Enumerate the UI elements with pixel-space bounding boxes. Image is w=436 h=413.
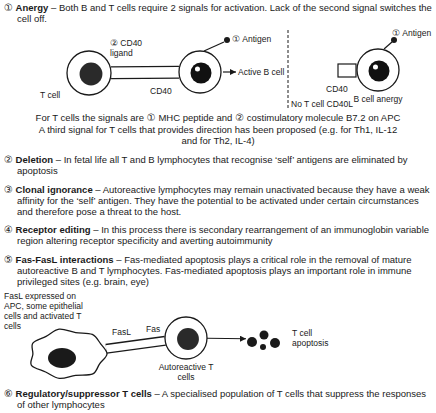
text-block: ①Antigen <box>232 34 271 44</box>
callout-number: ① <box>147 112 156 123</box>
cell-shape <box>164 316 208 360</box>
cell-shape <box>178 50 222 94</box>
callout-number: ④ <box>4 224 13 235</box>
part-label: FasL <box>112 327 131 337</box>
t-cell: T cell <box>66 50 112 96</box>
callout-number: ③ <box>4 184 13 195</box>
nucleus-highlight <box>195 67 200 72</box>
cell-membrane <box>67 51 111 95</box>
cell-nucleus <box>80 63 103 86</box>
cell-nucleus <box>369 61 390 82</box>
cell-membrane <box>165 317 207 359</box>
connector-arrow <box>207 338 246 340</box>
body-text: For T cells the signals are <box>36 112 144 123</box>
text-block: ③Clonal ignorance– Autoreactive lymphocy… <box>4 184 432 217</box>
cell-membrane <box>179 51 221 93</box>
apoptotic-body <box>260 344 266 350</box>
anergic-b-cell: B cell anergy <box>356 48 400 92</box>
cell-membrane <box>31 329 107 378</box>
part-label: CD40 <box>326 84 348 94</box>
activation-arrow <box>223 71 236 72</box>
cell-label: T cell apoptosis <box>292 328 342 348</box>
cell-shape <box>356 48 400 92</box>
text-block: A third signal for T cells that provides… <box>30 124 406 146</box>
text-block: ①Anergy– Both B and T cells require 2 si… <box>4 2 432 24</box>
cell-label: Active B cell <box>238 67 298 77</box>
text-block: ⑤Fas-FasL interactions– Fas-mediated apo… <box>4 254 432 287</box>
part-label: Antigen <box>242 34 271 44</box>
text-block: No T cell CD40L <box>291 99 353 109</box>
text-block: ④Receptor editing– In this process there… <box>4 224 432 246</box>
part-label: Fas <box>146 324 160 334</box>
cd40-receptor <box>338 64 356 77</box>
ligand-receptor-bar <box>111 66 179 80</box>
section-heading: Fas-FasL interactions <box>16 254 114 265</box>
cell-nucleus <box>191 63 212 84</box>
part-label: Antigen <box>402 28 431 38</box>
nucleus-highlight <box>373 65 378 70</box>
text-block: For T cells the signals are①MHC peptide … <box>4 112 432 123</box>
b-cell: Active B cell <box>178 50 222 94</box>
cell-membrane <box>357 49 399 91</box>
text-block: ①Antigen <box>392 28 431 38</box>
ligand-receptor-bar <box>106 341 165 349</box>
callout-number: ① <box>4 2 13 13</box>
text-block: ②CD40 ligand <box>110 38 150 58</box>
callout-number: ① <box>232 34 240 44</box>
callout-number: ② <box>235 112 244 123</box>
dashed-divider <box>288 30 289 108</box>
callout-number: ⑤ <box>4 254 13 265</box>
cell-label: FasL expressed on APC, some epithelial c… <box>4 291 88 331</box>
part-label: No T cell CD40L <box>291 99 353 109</box>
cell-label: T cell <box>40 90 70 100</box>
callout-number: ① <box>392 28 400 38</box>
callout-number: ② <box>110 38 118 48</box>
body-text: A third signal for T cells that provides… <box>39 124 398 146</box>
antigen-right <box>384 37 397 49</box>
text-block: ②Deletion– In fetal life all T and B lym… <box>4 154 432 176</box>
autoreactive-t-cell: Autoreactive T cells <box>164 316 208 360</box>
connector-group <box>207 338 246 340</box>
text-block: Fas <box>146 324 160 334</box>
body-text: – In fetal life all T and B lymphocytes … <box>17 154 407 176</box>
body-text: MHC peptide and <box>158 112 232 123</box>
cell-shape <box>244 326 284 352</box>
part-label: CD40 <box>150 86 172 96</box>
connector-group <box>106 341 165 349</box>
section-heading: Receptor editing <box>16 224 91 235</box>
section-heading: Regulatory/suppressor T cells <box>16 388 152 399</box>
text-block: CD40 <box>150 86 172 96</box>
section-heading: Anergy <box>16 2 49 13</box>
cell-label: Autoreactive T cells <box>156 362 216 382</box>
body-text: costimulatory molecule B7.2 on APC <box>247 112 401 123</box>
apoptotic-body <box>260 331 269 340</box>
apc-cell: FasL expressed on APC, some epithelial c… <box>26 326 110 382</box>
apoptotic-body <box>247 337 257 347</box>
text-block: CD40 <box>326 84 348 94</box>
section-heading: Clonal ignorance <box>16 184 93 195</box>
cell-nucleus <box>177 328 199 350</box>
callout-number: ② <box>4 154 13 165</box>
apoptotic-bodies: T cell apoptosis <box>244 326 284 352</box>
antigen-dot <box>224 37 230 43</box>
apoptotic-body <box>270 338 280 348</box>
cell-shape <box>26 326 110 382</box>
text-block: ⑥Regulatory/suppressor T cells– A specia… <box>4 388 432 410</box>
text-block: FasL <box>112 327 131 337</box>
cell-shape <box>66 50 112 96</box>
cell-nucleus <box>48 348 76 368</box>
connector-fill <box>111 67 179 78</box>
connector-group <box>111 72 179 74</box>
antigen-stalk <box>384 42 392 49</box>
connector-fill <box>106 341 165 349</box>
antigen-left <box>204 37 230 51</box>
body-text: – Both B and T cells require 2 signals f… <box>17 2 432 24</box>
antigen-stalk <box>204 42 224 51</box>
cell-label: B cell anergy <box>350 94 406 104</box>
callout-number: ⑥ <box>4 388 13 399</box>
section-heading: Deletion <box>16 154 53 165</box>
